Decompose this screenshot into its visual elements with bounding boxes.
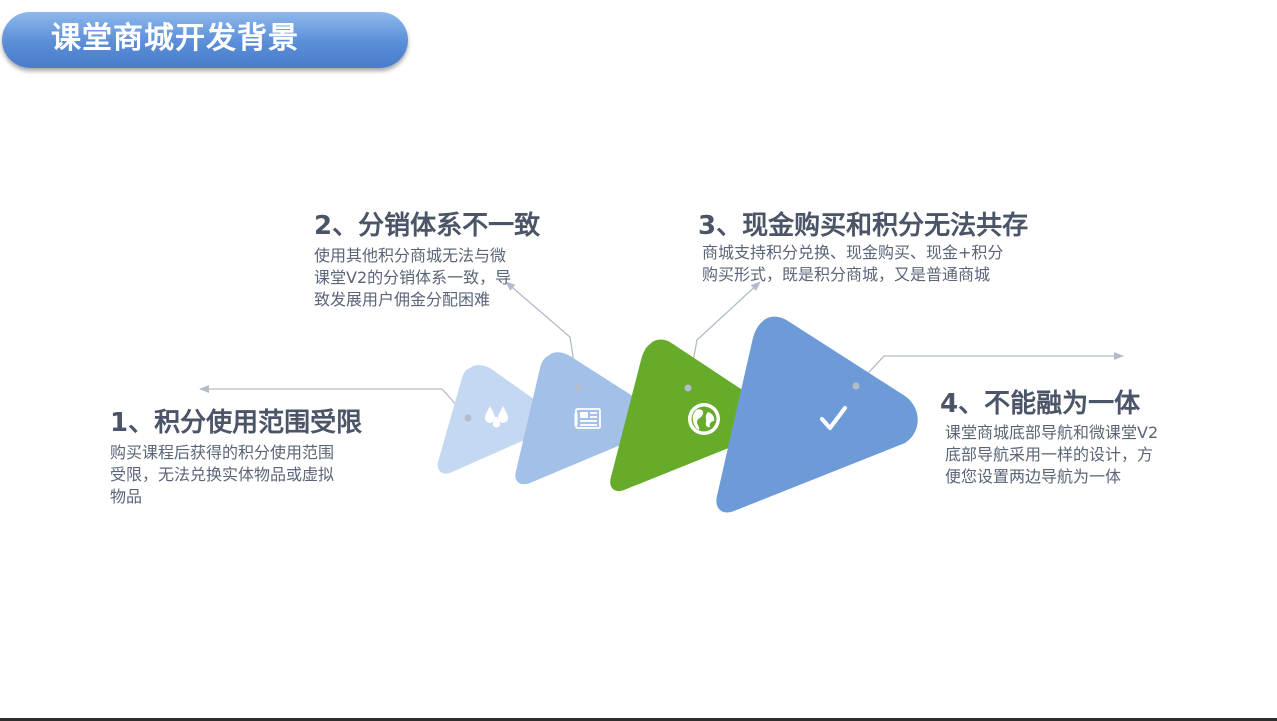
step-2-triangle: [515, 352, 653, 485]
step-2-heading: 2、分销体系不一致: [314, 211, 541, 241]
bottom-divider: [0, 718, 1277, 721]
water-drops-icon: [485, 406, 508, 428]
title-banner: 课堂商城开发背景: [2, 12, 408, 68]
step-2-description: 使用其他积分商城无法与微课堂V2的分销体系一致，导致发展用户佣金分配困难: [314, 246, 512, 309]
step-4-heading: 4、不能融为一体: [940, 389, 1141, 419]
checkmark-icon: [820, 406, 847, 430]
connector-4: [855, 352, 1124, 387]
connector-dot-3: [684, 384, 692, 392]
step-4-triangle: [716, 316, 918, 513]
step-3-description: 商城支持积分兑换、现金购买、现金+积分购买形式，既是积分商城，又是普通商城: [702, 243, 1004, 284]
step-3-heading: 3、现金购买和积分无法共存: [698, 211, 1029, 241]
step-1-description: 购买课程后获得的积分使用范围受限，无法兑换实体物品或虚拟物品: [110, 443, 335, 506]
globe-icon: [688, 403, 720, 435]
connector-dot-4: [852, 382, 860, 390]
page-title: 课堂商城开发背景: [51, 21, 299, 56]
step-1-heading: 1、积分使用范围受限: [110, 408, 363, 438]
newspaper-icon: [574, 408, 601, 429]
connector-dot-2: [574, 384, 582, 392]
step-3-triangle: [610, 339, 767, 492]
connector-dot-1: [464, 414, 472, 422]
